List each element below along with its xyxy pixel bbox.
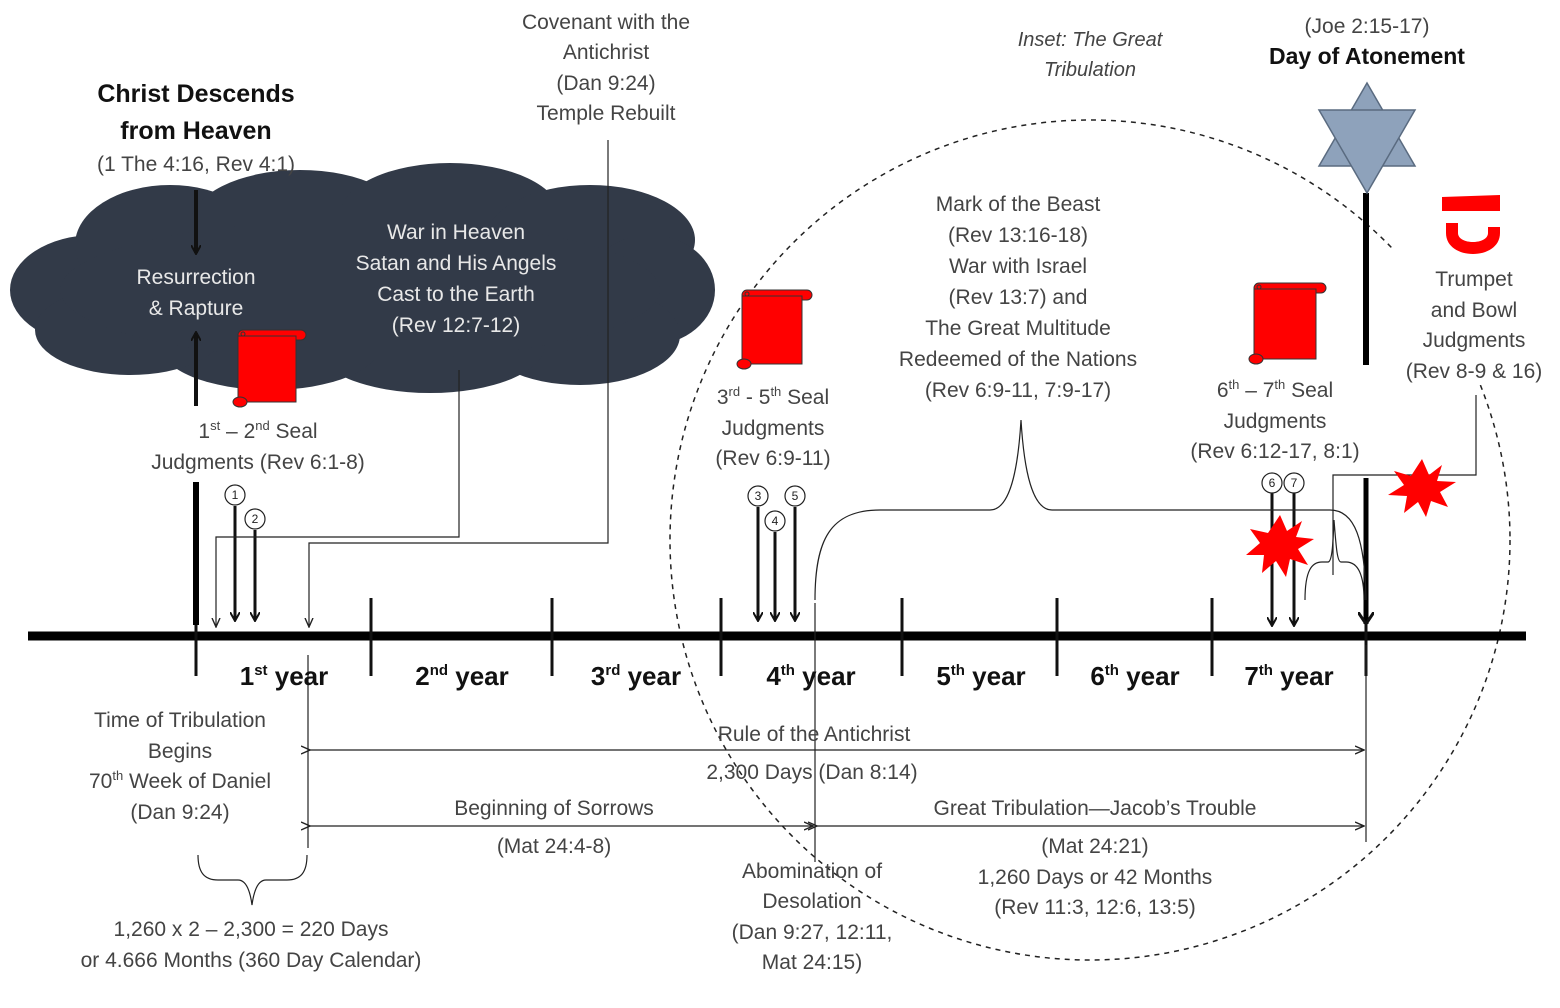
seal-number-5: 5 [792, 489, 799, 503]
covenant-ref: (Dan 9:24) [556, 72, 655, 95]
temple-rebuilt-label: Temple Rebuilt [537, 102, 676, 125]
scroll-icon [233, 330, 306, 407]
trumpet-icon [1442, 195, 1500, 254]
tribulation-ref: (Dan 9:24) [130, 801, 229, 824]
trumpet-ref: (Rev 8-9 & 16) [1406, 360, 1543, 383]
seal-number-markers [225, 473, 1304, 531]
war-heaven-label-2: Satan and His Angels [356, 252, 557, 275]
seal-6-7-ref: (Rev 6:12-17, 8:1) [1190, 440, 1359, 463]
seal-number-2: 2 [252, 512, 259, 526]
cloud [10, 163, 715, 393]
days-calc-label-2: or 4.666 Months (360 Day Calendar) [81, 949, 422, 972]
war-heaven-ref: (Rev 12:7-12) [392, 314, 520, 337]
abomination-ref-2: Mat 24:15) [762, 951, 862, 974]
inset-label: Inset: The Great [1018, 29, 1164, 51]
seal-6-7-label: 6th – 7th Seal [1217, 377, 1333, 402]
seal-number-1: 1 [232, 488, 239, 502]
trumpet-label: Trumpet [1435, 268, 1513, 291]
star-of-david-icon [1319, 83, 1415, 193]
seal-number-6: 6 [1269, 476, 1276, 490]
mark-beast-ref: (Rev 13:16-18) [948, 224, 1088, 247]
rapture-label: Resurrection [136, 266, 255, 289]
year-label-7: 7th year [1244, 661, 1333, 691]
great-tribulation-refs-2: (Rev 11:3, 12:6, 13:5) [994, 896, 1196, 919]
seal-number-3: 3 [755, 489, 762, 503]
multitude-ref: (Rev 6:9-11, 7:9-17) [925, 379, 1111, 402]
inset-label-2: Tribulation [1044, 59, 1136, 81]
week-of-daniel-label: 70th Week of Daniel [89, 768, 271, 793]
seal-3-5-ref: (Rev 6:9-11) [715, 447, 830, 470]
sorrows-ref: (Mat 24:4-8) [497, 835, 611, 858]
burst-icon [1246, 515, 1314, 577]
multitude-label: The Great Multitude [925, 317, 1111, 340]
burst-icon [1388, 459, 1456, 517]
seal-3-5-judgments: Judgments [722, 417, 825, 440]
great-tribulation-days: 1,260 Days or 42 Months [978, 866, 1213, 889]
war-israel-ref: (Rev 13:7) and [949, 286, 1088, 309]
seal-3-5-label: 3rd - 5th Seal [717, 384, 829, 409]
scroll-icon [1249, 283, 1326, 364]
tribulation-begins-label: Time of Tribulation [94, 709, 266, 732]
abomination-ref: (Dan 9:27, 12:11, [732, 921, 893, 944]
war-heaven-label: War in Heaven [387, 221, 525, 244]
sorrows-label: Beginning of Sorrows [454, 797, 654, 820]
trumpet-label-3: Judgments [1423, 329, 1526, 352]
christ-descends-title: Christ Descends [97, 80, 294, 108]
seal-number-7: 7 [1291, 476, 1298, 490]
christ-descends-ref: (1 The 4:16, Rev 4:1) [97, 153, 295, 176]
rule-antichrist-label: Rule of the Antichrist [718, 723, 911, 746]
year-label-6: 6th year [1090, 661, 1179, 691]
abomination-label-2: Desolation [762, 890, 861, 913]
great-tribulation-ref: (Mat 24:21) [1041, 835, 1148, 858]
war-heaven-label-3: Cast to the Earth [377, 283, 535, 306]
atonement-ref: (Joe 2:15-17) [1305, 15, 1430, 38]
seal-1-2-ref: Judgments (Rev 6:1-8) [151, 451, 365, 474]
mark-beast-label: Mark of the Beast [936, 193, 1101, 216]
scroll-icon [737, 290, 812, 369]
year-label-1: 1st year [240, 661, 329, 691]
covenant-label: Covenant with the [522, 11, 690, 34]
covenant-label-2: Antichrist [563, 41, 650, 64]
rule-antichrist-days: 2,300 Days (Dan 8:14) [706, 761, 917, 784]
seal-6-7-judgments: Judgments [1224, 410, 1327, 433]
year-label-5: 5th year [936, 661, 1025, 691]
rapture-label-2: & Rapture [149, 297, 244, 320]
seal-1-2-label: 1st – 2nd Seal [198, 418, 317, 443]
multitude-label-2: Redeemed of the Nations [899, 348, 1137, 371]
tribulation-begins-label-2: Begins [148, 740, 212, 763]
christ-descends-title-2: from Heaven [120, 117, 271, 145]
great-tribulation-label: Great Tribulation—Jacob’s Trouble [934, 797, 1257, 820]
year-label-3: 3rd year [591, 661, 681, 691]
year-label-2: 2nd year [415, 661, 509, 691]
war-israel-label: War with Israel [949, 255, 1087, 278]
trumpet-label-2: and Bowl [1431, 299, 1517, 322]
abomination-label: Abomination of [742, 860, 882, 883]
days-calc-label: 1,260 x 2 – 2,300 = 220 Days [114, 918, 389, 941]
atonement-title: Day of Atonement [1269, 43, 1465, 69]
year-label-4: 4th year [766, 661, 855, 691]
seal-number-4: 4 [772, 514, 779, 528]
